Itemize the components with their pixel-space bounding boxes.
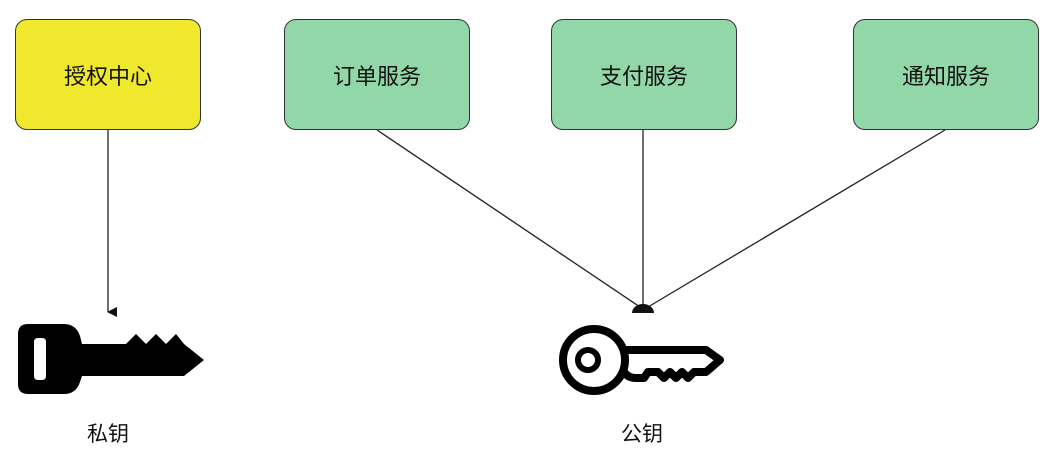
payment-service-node: 支付服务 xyxy=(551,19,737,130)
private-key-label: 私钥 xyxy=(87,422,129,446)
notify-service-node: 通知服务 xyxy=(853,19,1039,130)
public-key-label: 公钥 xyxy=(621,422,663,446)
order-service-node: 订单服务 xyxy=(284,19,470,130)
public-key-icon xyxy=(559,325,724,395)
edge-notify-to-public-key xyxy=(647,129,946,308)
edge-order-to-public-key xyxy=(376,129,641,308)
private-key-icon xyxy=(18,324,204,394)
order-service-label: 订单服务 xyxy=(332,64,421,90)
edge-join-dot xyxy=(632,304,654,313)
notify-service-label: 通知服务 xyxy=(901,64,990,90)
auth-center-node: 授权中心 xyxy=(15,19,201,130)
payment-service-label: 支付服务 xyxy=(599,64,688,90)
auth-center-label: 授权中心 xyxy=(63,64,152,90)
